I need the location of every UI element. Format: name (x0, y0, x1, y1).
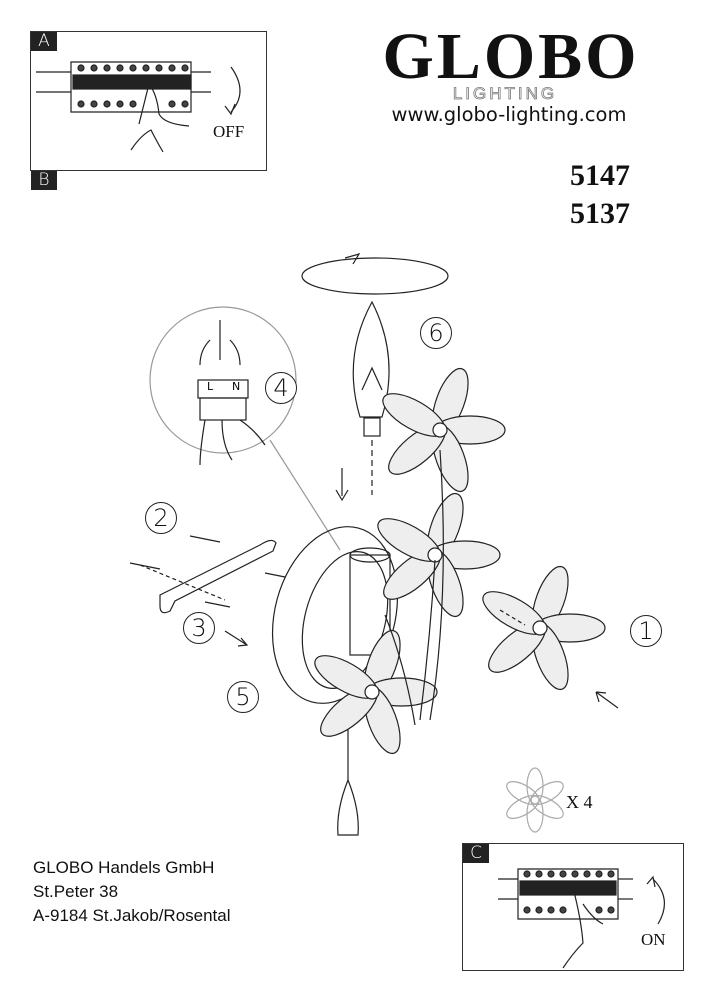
step-4-marker: 4 (265, 372, 297, 404)
panel-c-label: C (463, 844, 489, 863)
crystal-flower-icon (314, 367, 606, 755)
panel-c-switch-on: C ON (462, 843, 684, 971)
address-line-street: St.Peter 38 (33, 882, 119, 901)
on-label: ON (641, 930, 666, 949)
step-3-marker: 3 (183, 612, 215, 644)
model-number-1: 5147 (570, 159, 630, 192)
terminal-label-n: N (232, 380, 240, 393)
mounting-bracket-icon (159, 539, 277, 614)
company-address: GLOBO Handels GmbH St.Peter 38 A-9184 St… (33, 856, 231, 928)
terminal-label-l: L (207, 380, 214, 393)
screw-icon (129, 535, 286, 608)
globo-logo: GLOBO (382, 20, 640, 93)
panel-a-switch-off: A OFF (30, 31, 267, 171)
circuit-breaker-on-illustration (498, 868, 665, 969)
address-line-company: GLOBO Handels GmbH (33, 858, 215, 877)
step-1-marker: 1 (630, 615, 662, 647)
circuit-breaker-off-illustration (36, 61, 241, 153)
candle-bulb-icon (352, 300, 390, 418)
lighting-wordmark: LIGHTING (452, 84, 558, 103)
assembly-illustration: L N (129, 253, 619, 836)
crystal-icon (506, 767, 564, 833)
panel-b-label: B (31, 171, 57, 190)
crystal-quantity: X 4 (566, 792, 593, 812)
off-label: OFF (213, 122, 245, 141)
step-2-marker: 2 (145, 502, 177, 534)
panel-a-label: A (31, 32, 57, 51)
rotation-arrow-icon (301, 257, 449, 295)
model-number-2: 5137 (570, 197, 630, 230)
step-6-marker: 6 (420, 317, 452, 349)
step-5-marker: 5 (227, 681, 259, 713)
address-line-city: A-9184 St.Jakob/Rosental (33, 906, 231, 925)
website-url: www.globo-lighting.com (391, 103, 627, 126)
pull-cord-icon (337, 778, 359, 836)
